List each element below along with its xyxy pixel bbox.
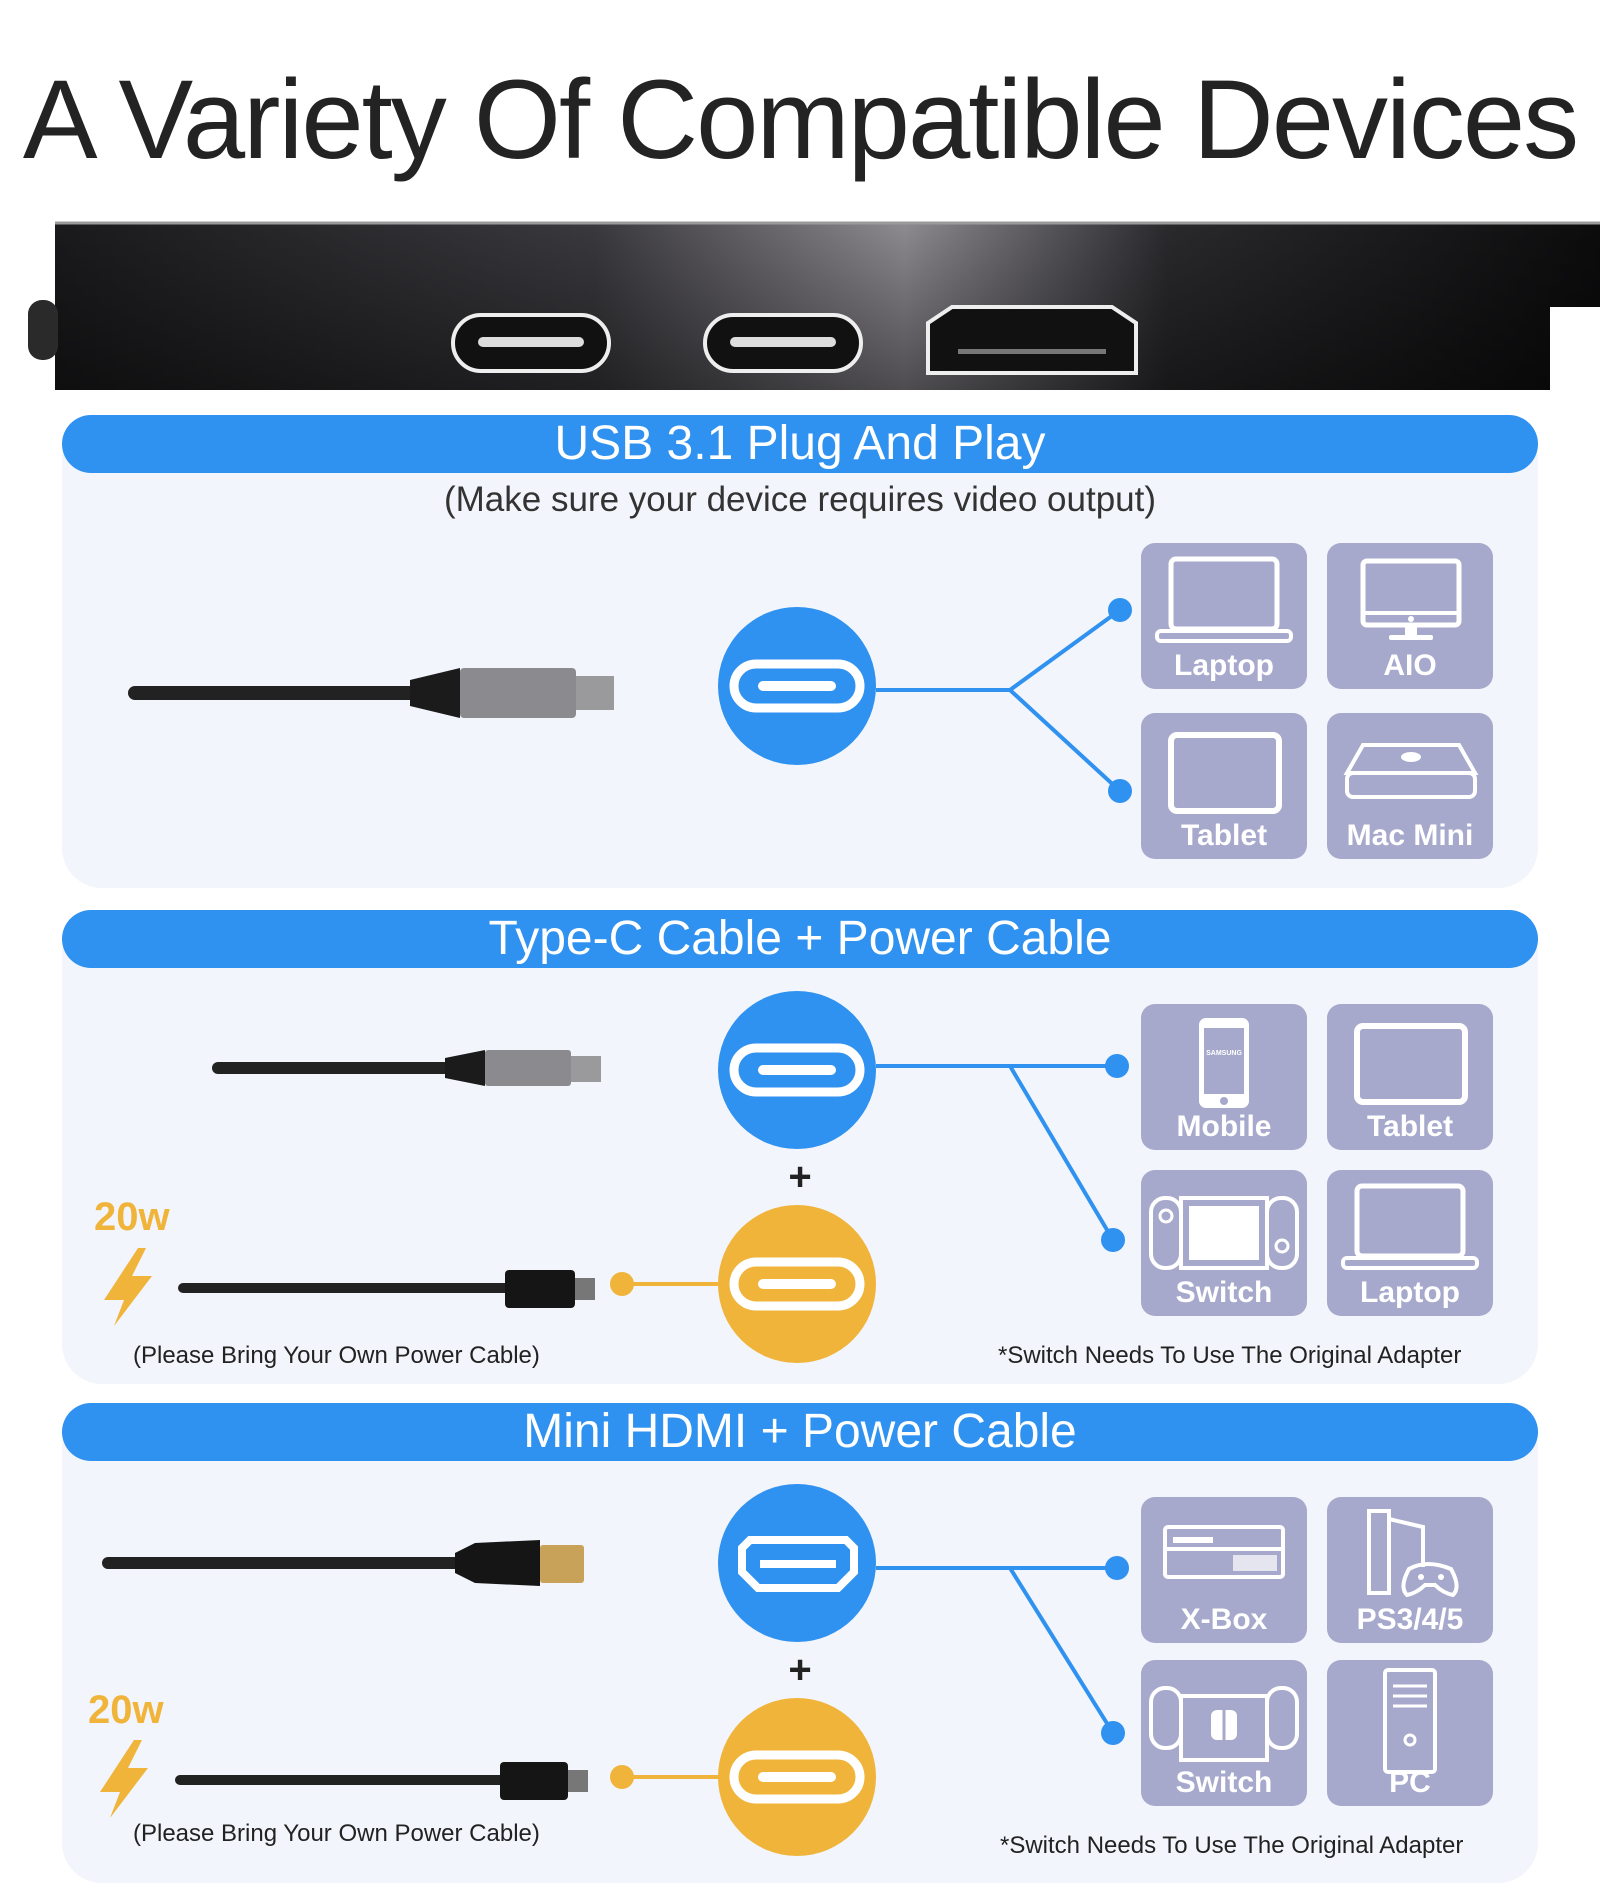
power-cable-note: (Please Bring Your Own Power Cable) — [133, 1820, 540, 1847]
plus-sign: + — [788, 1648, 812, 1692]
device-label: Tablet — [1180, 819, 1268, 852]
mac-mini-icon — [1343, 743, 1479, 799]
device-label: Switch — [1175, 1766, 1273, 1799]
device-card-mobile: SAMSUNG Mobile — [1141, 1004, 1307, 1150]
device-card-playstation: PS3/4/5 — [1327, 1497, 1493, 1643]
device-card-tablet: Tablet — [1141, 713, 1307, 859]
section-heading-typec: Type-C Cable + Power Cable — [62, 910, 1538, 968]
device-label: X-Box — [1180, 1603, 1268, 1636]
device-card-aio: AIO — [1327, 543, 1493, 689]
switch-adapter-note: *Switch Needs To Use The Original Adapte… — [998, 1342, 1462, 1369]
page-title: A Variety Of Compatible Devices — [22, 57, 1579, 182]
device-label: Switch — [1175, 1276, 1273, 1309]
samsung-brand: SAMSUNG — [1206, 1050, 1242, 1057]
device-label: Mac Mini — [1346, 819, 1474, 852]
tablet-icon — [1354, 1023, 1468, 1105]
power-cable-note: (Please Bring Your Own Power Cable) — [133, 1342, 540, 1369]
lightning-icon — [104, 1248, 152, 1326]
switch-docked-icon — [1149, 1686, 1299, 1762]
playstation-icon — [1367, 1509, 1459, 1598]
section-heading-usb31: USB 3.1 Plug And Play — [62, 415, 1538, 473]
lightning-icon — [100, 1740, 148, 1818]
monitor-icon — [1360, 558, 1462, 640]
switch-adapter-note: *Switch Needs To Use The Original Adapte… — [1000, 1832, 1464, 1859]
pc-tower-icon — [1383, 1668, 1437, 1774]
xbox-icon — [1163, 1525, 1285, 1579]
mobile-icon — [1199, 1018, 1249, 1108]
device-card-xbox: X-Box — [1141, 1497, 1307, 1643]
device-card-switch: Switch — [1141, 1170, 1307, 1316]
switch-icon — [1149, 1196, 1299, 1270]
plus-sign: + — [788, 1155, 812, 1199]
wattage-label: 20w — [88, 1688, 164, 1732]
device-label: PC — [1389, 1766, 1431, 1799]
device-card-laptop: Laptop — [1327, 1170, 1493, 1316]
device-label: AIO — [1383, 649, 1437, 682]
device-card-pc: PC — [1327, 1660, 1493, 1806]
device-card-mac-mini: Mac Mini — [1327, 713, 1493, 859]
device-card-laptop: Laptop — [1141, 543, 1307, 689]
device-card-tablet: Tablet — [1327, 1004, 1493, 1150]
monitor-edge-image — [28, 221, 1600, 390]
device-label: PS3/4/5 — [1356, 1603, 1464, 1636]
device-label: Tablet — [1366, 1110, 1454, 1143]
section-heading-hdmi: Mini HDMI + Power Cable — [62, 1403, 1538, 1461]
device-card-switch: Switch — [1141, 1660, 1307, 1806]
wattage-label: 20w — [94, 1195, 170, 1239]
device-label: Laptop — [1360, 1276, 1460, 1309]
tablet-icon — [1168, 732, 1282, 814]
section-subtitle: (Make sure your device requires video ou… — [443, 480, 1156, 519]
laptop-icon — [1155, 556, 1293, 643]
laptop-icon — [1341, 1183, 1479, 1270]
device-label: Laptop — [1174, 649, 1274, 682]
device-label: Mobile — [1176, 1110, 1272, 1143]
